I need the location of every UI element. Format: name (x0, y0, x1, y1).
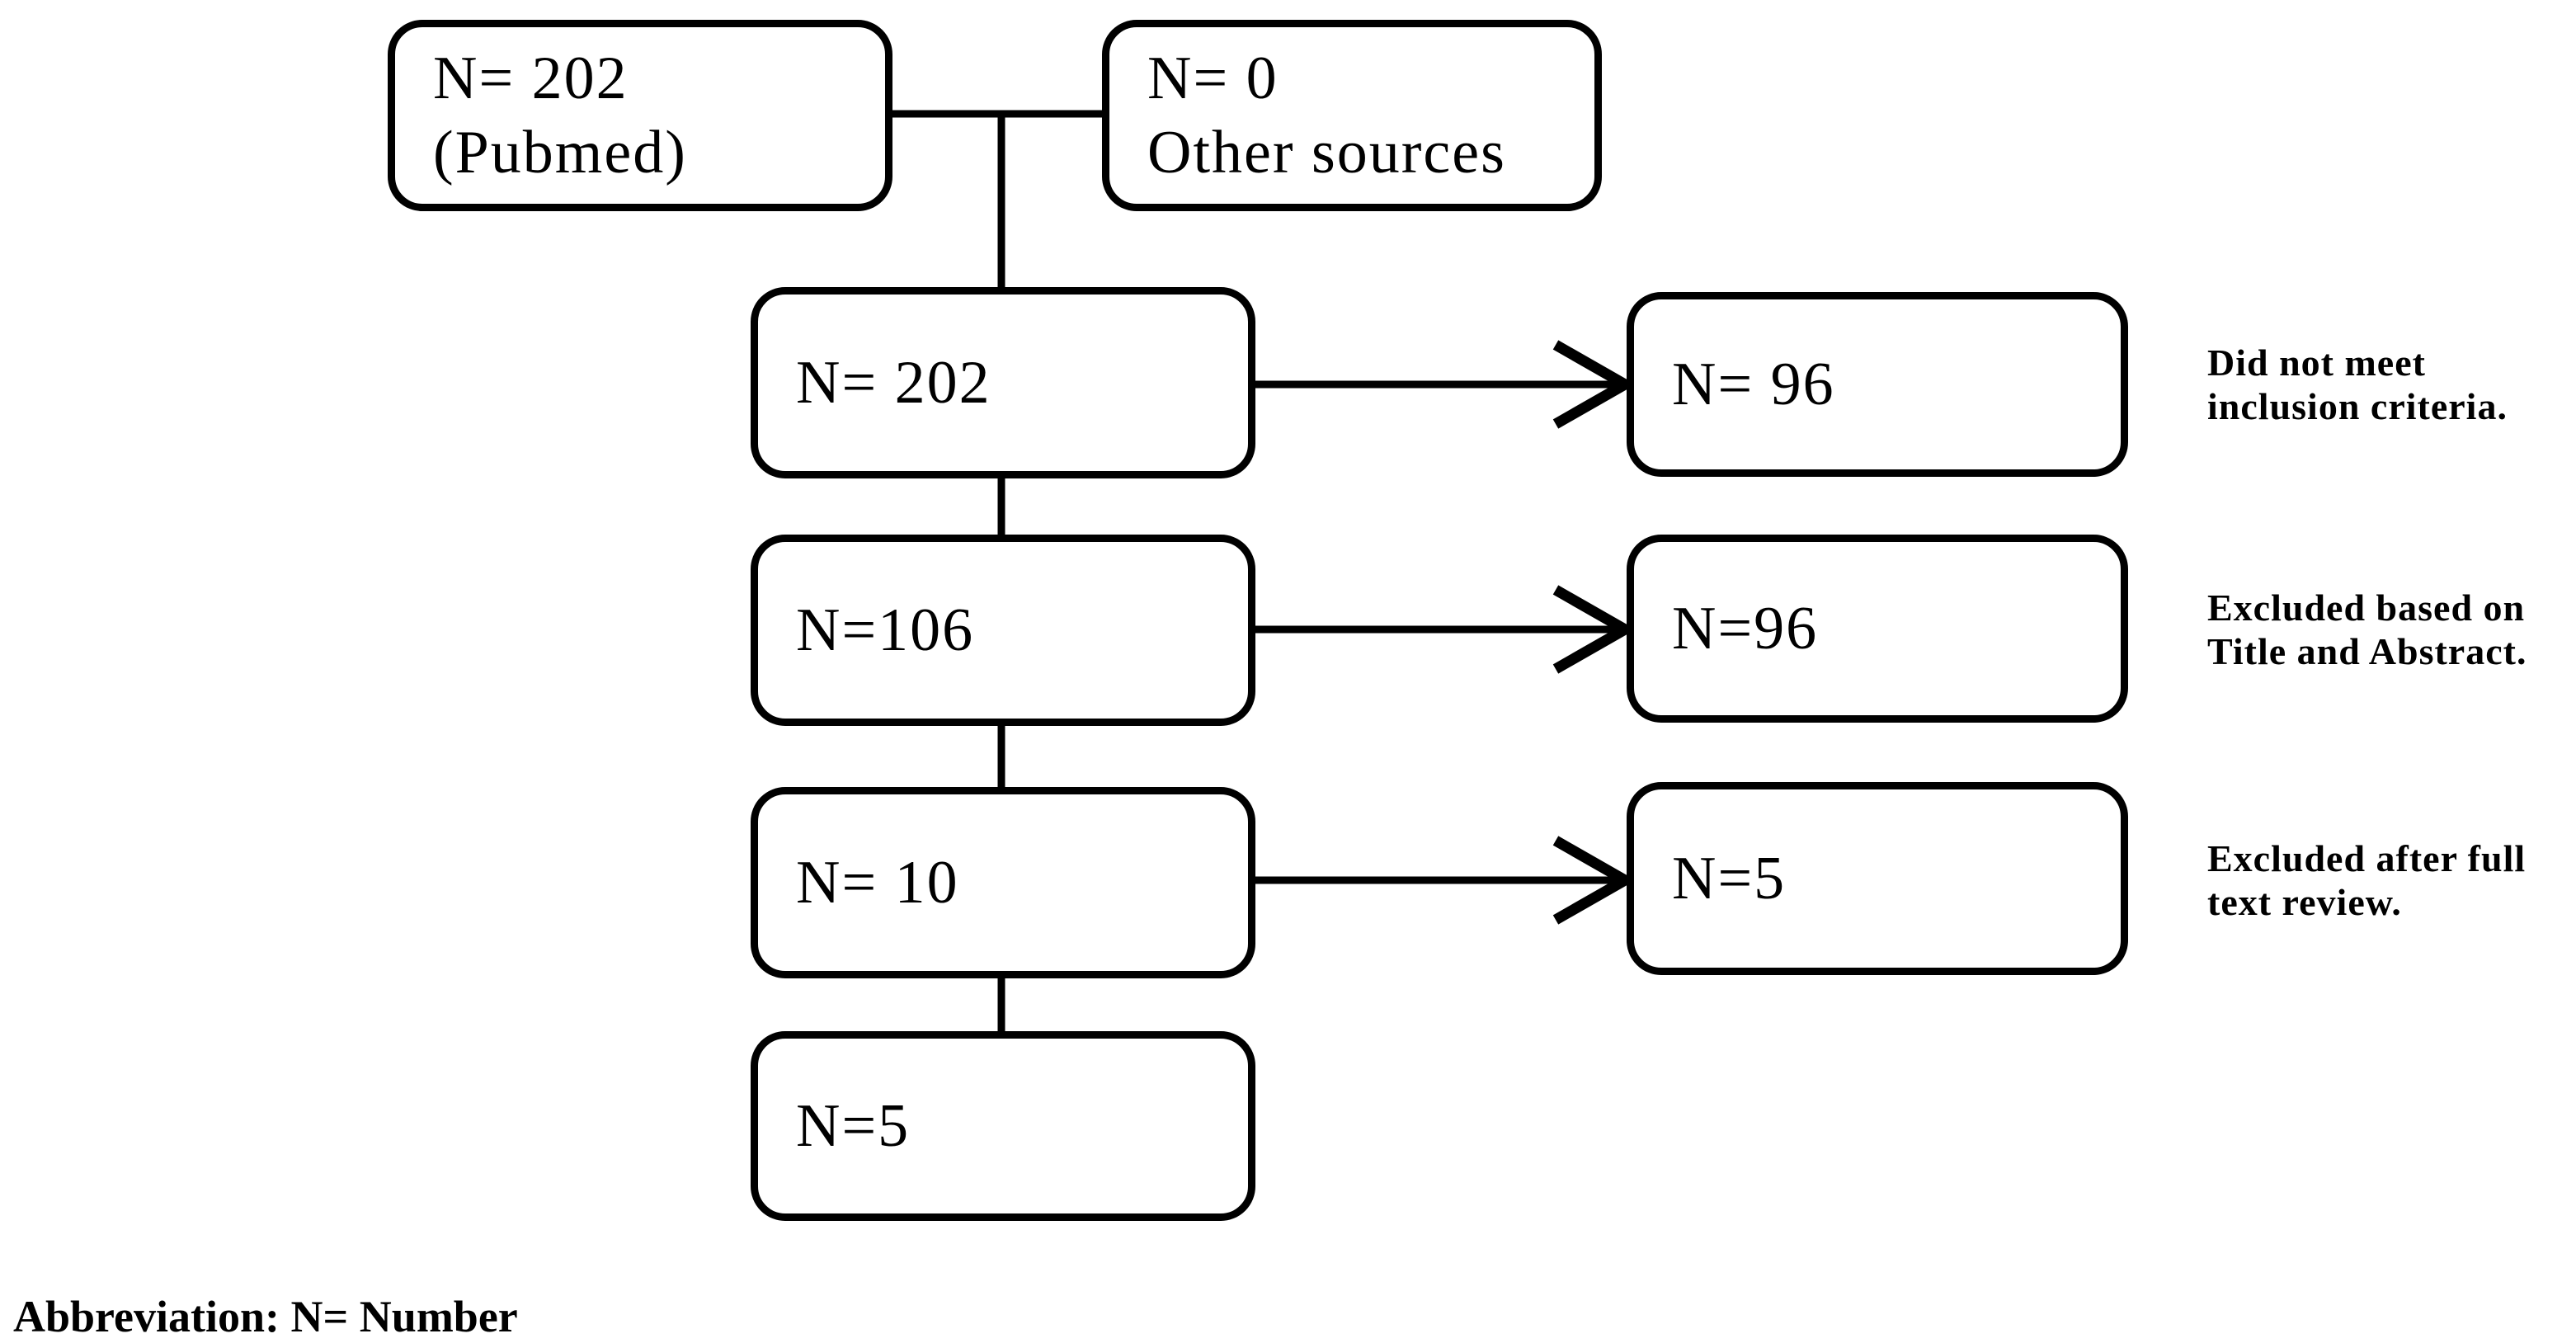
abbreviation-note: Abbreviation: N= Number (13, 1292, 518, 1341)
box-other-source: Other sources (1147, 119, 1506, 186)
box-excluded-full-text-count: N=5 (1672, 845, 1787, 912)
box-pubmed-source: (Pubmed) (433, 119, 687, 186)
box-excluded-title-abstract-count: N=96 (1672, 595, 1819, 662)
label-excluded-full-text-line2: text review. (2207, 881, 2402, 923)
arrowhead-title-to-excluded (1552, 585, 1636, 674)
box-full-text-assessed: N= 10 (751, 787, 1255, 978)
label-excluded-full-text: Excluded after full text review. (2207, 836, 2526, 924)
arrowhead-fulltext-to-excluded (1552, 836, 1636, 925)
box-excluded-title-abstract: N=96 (1627, 535, 2128, 723)
box-after-title-abstract: N=106 (751, 535, 1255, 726)
box-excluded-inclusion-criteria: N= 96 (1627, 292, 2128, 477)
label-excluded-title-abstract: Excluded based on Title and Abstract. (2207, 586, 2527, 673)
box-excluded-full-text: N=5 (1627, 782, 2128, 975)
box-records-screened-count: N= 202 (796, 349, 991, 417)
label-excluded-full-text-line1: Excluded after full (2207, 837, 2527, 879)
box-excluded-inclusion-count: N= 96 (1672, 351, 1835, 418)
box-other-sources: N= 0 Other sources (1102, 20, 1602, 211)
box-full-text-assessed-count: N= 10 (796, 849, 959, 917)
box-pubmed-count: N= 202 (433, 45, 629, 112)
box-included-studies: N=5 (751, 1031, 1255, 1221)
label-did-not-meet-criteria-line1: Did not meet (2207, 342, 2426, 384)
box-pubmed-records: N= 202 (Pubmed) (388, 20, 892, 211)
arrowhead-screened-to-excluded (1552, 340, 1636, 429)
label-excluded-title-abstract-line1: Excluded based on (2207, 587, 2526, 629)
label-did-not-meet-criteria-line2: inclusion criteria. (2207, 385, 2508, 427)
box-other-count: N= 0 (1147, 45, 1279, 112)
box-records-screened: N= 202 (751, 287, 1255, 478)
label-excluded-title-abstract-line2: Title and Abstract. (2207, 630, 2527, 672)
box-after-title-abstract-count: N=106 (796, 596, 975, 664)
label-did-not-meet-criteria: Did not meet inclusion criteria. (2207, 341, 2508, 428)
box-included-studies-count: N=5 (796, 1092, 911, 1160)
